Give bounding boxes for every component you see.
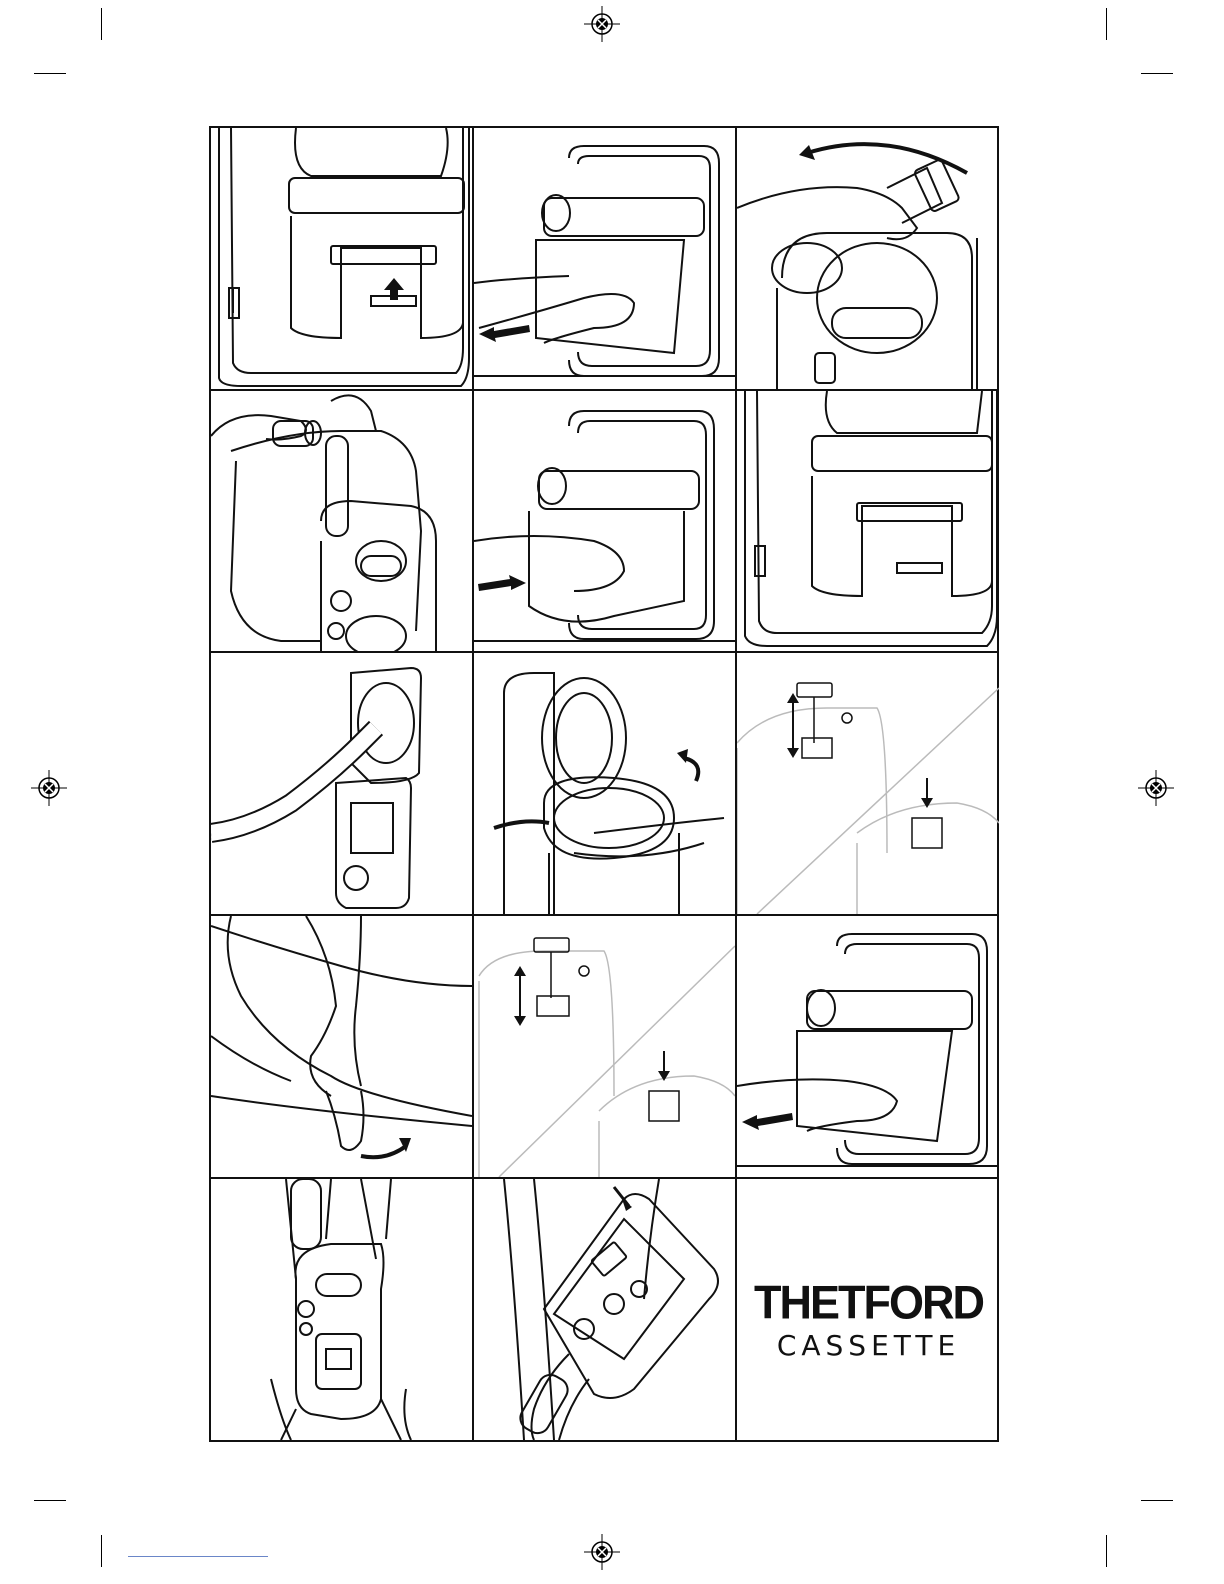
panel-15-brand: THETFORD CASSETTE [737, 1179, 999, 1440]
panel-7 [211, 653, 472, 914]
blue-underline [128, 1556, 268, 1557]
thetford-logo: THETFORD CASSETTE [737, 1179, 999, 1440]
registration-mark-icon [584, 1534, 620, 1570]
cassette-installed-illustration [737, 391, 999, 651]
panel-10 [211, 916, 472, 1177]
registration-mark-icon [584, 6, 620, 42]
arrow-left-icon [479, 325, 530, 342]
crop-mark [101, 8, 102, 40]
crop-mark [1141, 73, 1173, 74]
panel-4 [211, 391, 472, 651]
brand-name: THETFORD [741, 1276, 996, 1331]
rotate-spout-illustration [737, 128, 999, 389]
carry-cassette-illustration [211, 1179, 472, 1440]
panel-9 [737, 653, 999, 914]
crop-mark [1141, 1500, 1173, 1501]
registration-mark-icon [1138, 770, 1174, 806]
pull-cassette-illustration [737, 916, 999, 1177]
panel-11 [474, 916, 735, 1177]
carry-cassette-cap-illustration [211, 391, 472, 651]
panel-13 [211, 1179, 472, 1440]
push-cassette-illustration [474, 391, 735, 651]
pump-button-illustration [474, 916, 735, 1177]
curved-arrow-icon [807, 144, 967, 173]
open-blade-illustration [211, 916, 472, 1177]
panel-5 [474, 391, 735, 651]
crop-mark [1106, 8, 1107, 40]
panel-2 [474, 128, 735, 389]
instruction-panel-grid: THETFORD CASSETTE [209, 126, 999, 1442]
curved-arrow-icon [361, 1146, 406, 1157]
crop-mark [1106, 1535, 1107, 1567]
panel-6 [737, 391, 999, 651]
pump-button-illustration [737, 653, 999, 914]
registration-mark-icon [31, 770, 67, 806]
empty-cassette-illustration [474, 1179, 735, 1440]
panel-12 [737, 916, 999, 1177]
water-hose-illustration [211, 653, 472, 914]
crop-mark [34, 1500, 66, 1501]
pull-cassette-illustration [474, 128, 735, 389]
product-name: CASSETTE [741, 1329, 996, 1362]
panel-1 [211, 128, 472, 389]
panel-14 [474, 1179, 735, 1440]
crop-mark [34, 73, 66, 74]
crop-mark [101, 1535, 102, 1567]
rotate-bowl-illustration [474, 653, 735, 914]
door-open-cassette-illustration [211, 128, 472, 389]
arrow-right-icon [478, 575, 526, 591]
panel-8 [474, 653, 735, 914]
panel-3 [737, 128, 999, 389]
